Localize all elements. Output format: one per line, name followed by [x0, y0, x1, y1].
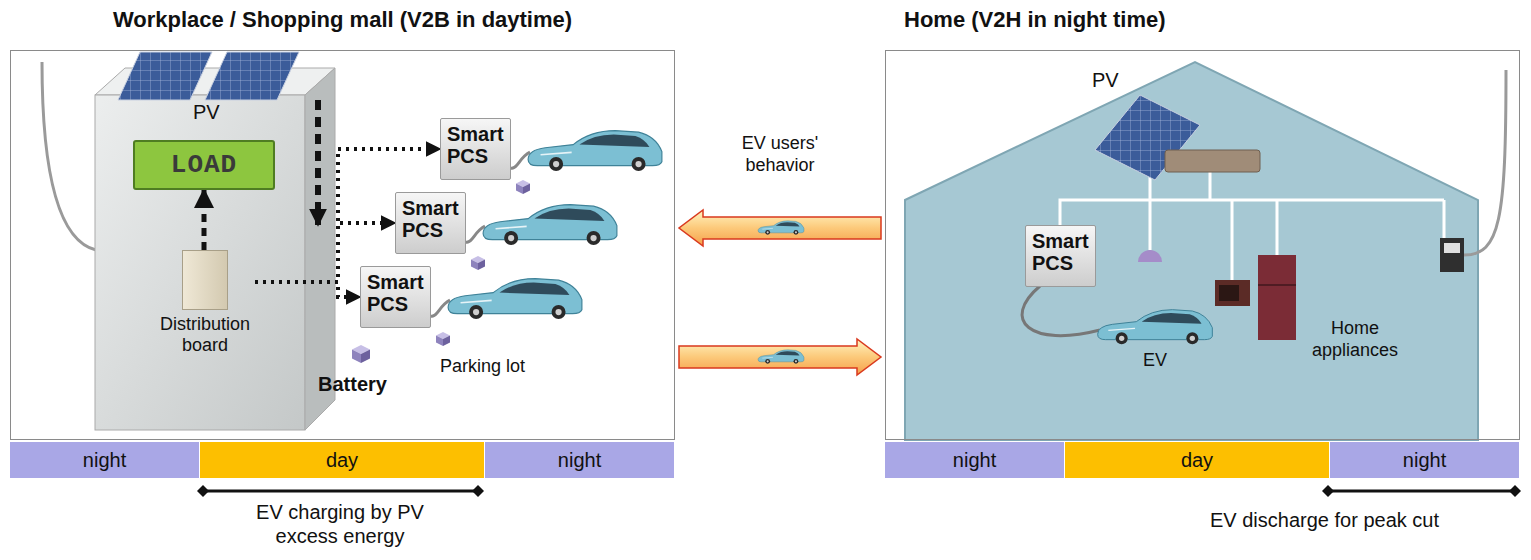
time-label: day	[1181, 449, 1213, 472]
ev-label: EV	[1143, 350, 1167, 372]
power-flow-arrow	[202, 190, 207, 250]
house-wiring	[1060, 168, 1444, 280]
region-panel: Home (V2H in night time)Smart PCS	[885, 50, 1520, 440]
label-holder: Parking lot	[440, 356, 525, 378]
lamp	[1138, 250, 1162, 262]
charging-cable	[1022, 286, 1100, 336]
house-outline	[905, 62, 1478, 440]
battery-cube	[436, 332, 450, 346]
label-holder: EV discharge for peak cut	[1210, 508, 1439, 532]
time-label: day	[326, 449, 358, 472]
smart-pcs-box: Smart PCS	[1025, 225, 1096, 287]
ev-car	[528, 131, 662, 171]
pcs-label: Smart PCS	[447, 123, 504, 167]
refrigerator	[1258, 255, 1296, 340]
bracket-note: EV charging by PV excess energy	[240, 500, 440, 548]
pcs-label: Smart PCS	[1032, 230, 1089, 274]
time-band: night	[10, 442, 200, 478]
travel-arrow	[679, 339, 881, 375]
distribution-board: Distribution board	[155, 250, 255, 355]
time-band: night	[485, 442, 675, 478]
pv-label: PV	[193, 100, 220, 124]
time-label: night	[1403, 449, 1446, 472]
pcs-label: Smart PCS	[402, 197, 459, 241]
power-meter	[1440, 238, 1464, 272]
ev-car	[1098, 310, 1213, 345]
meter-display	[1444, 243, 1460, 253]
ev-car-icon	[758, 350, 804, 364]
distribution-cabinet	[182, 250, 228, 310]
travel-arrow	[679, 210, 881, 246]
smart-pcs-box: Smart PCS	[360, 266, 431, 328]
load-label: LOAD	[171, 150, 237, 180]
bracket-end	[472, 485, 484, 497]
refrigerator-door	[1258, 284, 1296, 286]
battery-cube	[471, 256, 485, 270]
power-flow-arrow	[255, 282, 360, 297]
bracket-end	[1322, 485, 1334, 497]
time-band: day	[1065, 442, 1330, 478]
label-holder: EV charging by PV excess energy	[240, 500, 440, 548]
pv-flow-arrow	[315, 100, 321, 225]
label-holder: PV	[193, 100, 220, 124]
ev-car-icon	[758, 221, 804, 235]
panel-heading: Home (V2H in night time)	[886, 7, 1519, 33]
time-bracket	[203, 490, 1515, 493]
label-holder: PV	[1092, 68, 1119, 92]
ev-car	[483, 205, 617, 245]
smart-pcs-box: Smart PCS	[395, 192, 466, 254]
label-holder: Home appliances	[1300, 318, 1410, 361]
label-holder: EV users' behavior	[725, 133, 835, 176]
edge-label: EV users' behavior	[725, 133, 835, 176]
air-conditioner	[1165, 150, 1260, 172]
pv-label: PV	[1092, 68, 1119, 92]
time-band: night	[885, 442, 1065, 478]
panel-heading: Workplace / Shopping mall (V2B in daytim…	[11, 7, 674, 33]
battery-cube	[352, 345, 370, 363]
grid-wire	[1464, 70, 1506, 255]
pv-panel	[205, 52, 299, 100]
time-label: night	[953, 449, 996, 472]
bracket-note: EV discharge for peak cut	[1210, 508, 1439, 532]
battery-cube	[516, 180, 530, 194]
bracket-end	[197, 485, 209, 497]
parking-label: Parking lot	[440, 356, 525, 378]
smart-pcs-box: Smart PCS	[440, 118, 511, 180]
time-band: night	[1330, 442, 1520, 478]
time-label: night	[558, 449, 601, 472]
ev-car	[448, 279, 582, 319]
bracket-end	[1509, 485, 1521, 497]
building-front	[95, 95, 305, 430]
pv-panel	[118, 52, 212, 100]
pcs-label: Smart PCS	[367, 271, 424, 315]
microwave-window	[1219, 285, 1239, 301]
grid-wire	[42, 62, 96, 250]
appliance-label: Home appliances	[1300, 318, 1410, 361]
board-label: Distribution board	[155, 314, 255, 355]
microwave	[1215, 280, 1250, 306]
label-holder: Battery	[318, 372, 387, 396]
label-holder: EV	[1143, 350, 1167, 372]
load-box: LOAD	[133, 140, 275, 190]
battery-label: Battery	[318, 372, 387, 396]
time-band: day	[200, 442, 485, 478]
time-label: night	[83, 449, 126, 472]
